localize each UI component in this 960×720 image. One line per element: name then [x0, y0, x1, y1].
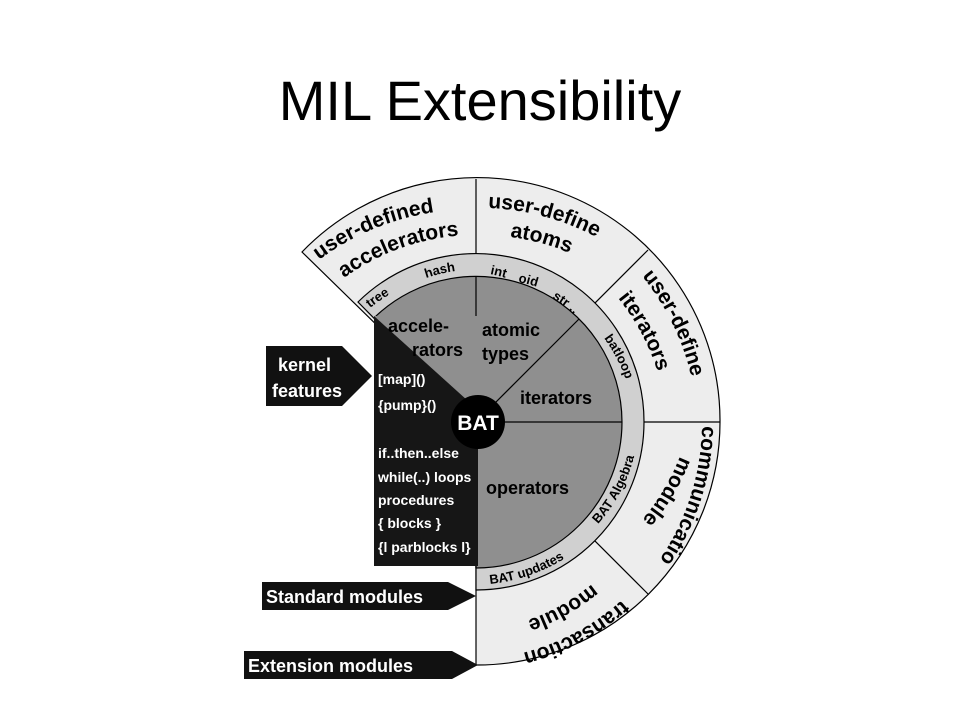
- kernel-map: [map](): [378, 371, 425, 387]
- extension-modules-label: Extension modules: [248, 656, 413, 676]
- kernel-while-loops: while(..) loops: [377, 469, 472, 485]
- kernel-blocks: { blocks }: [378, 515, 442, 531]
- kernel-parblocks: {l parblocks l}: [378, 539, 471, 555]
- extension-modules-arrow: [244, 651, 478, 679]
- label-oid: oid: [517, 270, 540, 289]
- kernel-features-label-1: kernel: [278, 355, 331, 375]
- label-iterators: iterators: [520, 388, 592, 408]
- label-atomic-types-2: types: [482, 344, 529, 364]
- kernel-features-label-2: features: [272, 381, 342, 401]
- label-user-atoms-1: user-defined: [0, 0, 605, 242]
- kernel-box-triangle: [374, 316, 478, 410]
- label-int: int: [489, 262, 509, 281]
- kernel-features-arrow: [266, 346, 372, 406]
- standard-modules-label: Standard modules: [266, 587, 423, 607]
- kernel-procedures: procedures: [378, 492, 454, 508]
- bat-core: [451, 395, 505, 449]
- bat-core-label: BAT: [457, 412, 499, 435]
- slide-title: MIL Extensibility: [278, 69, 682, 132]
- label-atomic-types-1: atomic: [482, 320, 540, 340]
- label-accelerators-2: rators: [412, 340, 463, 360]
- standard-modules-arrow: [262, 582, 476, 610]
- kernel-pump: {pump}(): [378, 397, 436, 413]
- label-accelerators-1: accele-: [388, 316, 449, 336]
- kernel-if-then-else: if..then..else: [378, 445, 459, 461]
- label-operators: operators: [486, 478, 569, 498]
